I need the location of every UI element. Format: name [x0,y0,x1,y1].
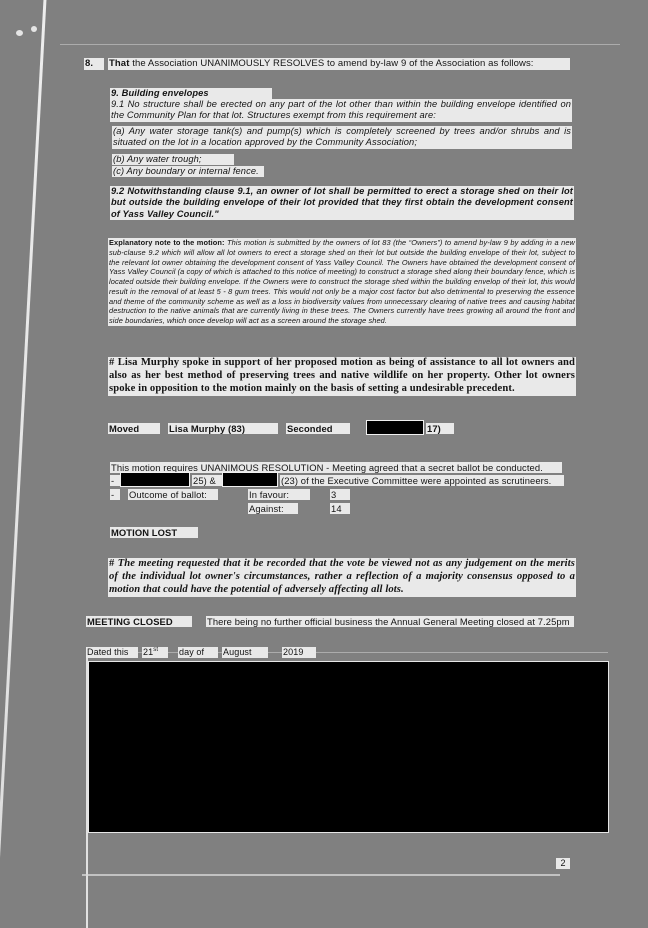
in-favour-label: In favour: [248,489,310,501]
motion-lead-bold: That [109,58,130,69]
clause-9-1: 9.1 No structure shall be erected on any… [110,99,572,122]
against-label: Against: [248,503,298,515]
exemption-item-c: (c) Any boundary or internal fence. [112,166,264,178]
scan-speck-icon [31,26,37,32]
meeting-closed-label: MEETING CLOSED [86,616,192,628]
ballot-requirement-line: This motion requires UNANIMOUS RESOLUTIO… [110,462,562,474]
moved-label: Moved [108,423,160,435]
seconded-lot-number: 17) [426,423,454,435]
recorded-note-bullet-icon: # [109,558,115,569]
scrutineer-2-redaction [222,472,278,487]
discussion-paragraph: # Lisa Murphy spoke in support of her pr… [108,357,576,396]
clause-9-2: 9.2 Notwithstanding clause 9.1, an owner… [110,186,574,220]
dated-day-number: 21 [143,647,154,657]
dated-day: 21st [142,647,168,658]
explanatory-note-label: Explanatory note to the motion: [109,238,225,247]
explanatory-note: Explanatory note to the motion: This mot… [108,238,576,326]
page-number: 2 [556,858,570,869]
scan-left-edge [86,648,88,928]
bylaw-heading: 9. Building envelopes [110,88,272,100]
motion-lead-line: That the Association UNANIMOUSLY RESOLVE… [108,58,570,70]
scrutineer-bullet-icon: - [110,475,120,487]
signature-block-redaction [88,661,609,833]
scan-edge-artifact [0,0,47,869]
dated-month: August [222,647,268,658]
discussion-text: Lisa Murphy spoke in support of her prop… [109,357,575,394]
against-value: 14 [330,503,350,515]
scan-bottom-rule [82,874,560,876]
meeting-closed-text: There being no further official business… [206,616,574,628]
moved-value: Lisa Murphy (83) [168,423,278,435]
scrutineer-2-lot-and-text: (23) of the Executive Committee were app… [280,475,564,487]
dated-prefix: Dated this [86,647,138,658]
seconded-name-redaction [366,420,424,435]
motion-item-number: 8. [84,58,104,70]
outcome-bullet-icon: - [110,489,120,501]
explanatory-note-body: This motion is submitted by the owners o… [109,238,575,326]
motion-result-status: MOTION LOST [110,527,198,539]
recorded-note-text: The meeting requested that it be recorde… [109,558,575,595]
scrutineer-1-lot: 25) & [192,475,222,487]
in-favour-value: 3 [330,489,350,501]
discussion-bullet-icon: # [109,357,115,368]
outcome-of-ballot-label: Outcome of ballot: [128,489,218,501]
seconded-label: Seconded [286,423,350,435]
motion-lead-rest: the Association UNANIMOUSLY RESOLVES to … [132,58,534,69]
dated-middle: day of [178,647,218,658]
exemption-item-a: (a) Any water storage tank(s) and pump(s… [112,126,572,149]
exemption-item-b: (b) Any water trough; [112,154,234,166]
scrutineer-1-redaction [120,472,190,487]
scan-speck-icon [16,30,23,36]
dated-year: 2019 [282,647,316,658]
dated-day-suffix: st [153,647,159,653]
recorded-note-paragraph: # The meeting requested that it be recor… [108,558,576,597]
scan-block-top-rule [88,652,608,653]
scan-top-edge [60,44,620,45]
